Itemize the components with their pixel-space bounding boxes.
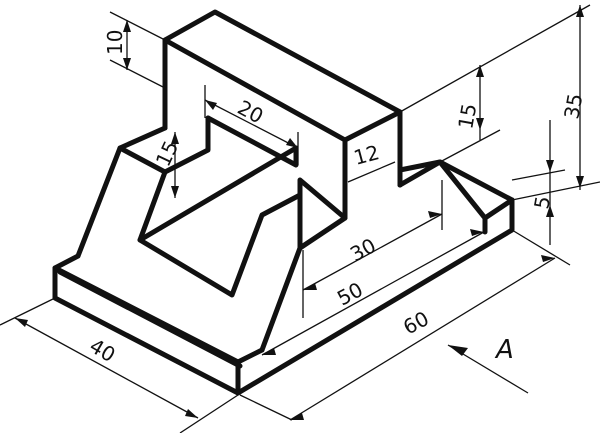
dim-50: 50 [333, 277, 367, 310]
dim-40: 40 [86, 334, 120, 368]
dim-60: 60 [399, 306, 433, 339]
dim-12: 12 [351, 140, 382, 170]
dim-30: 30 [346, 233, 380, 266]
dim-15-step: 15 [453, 102, 481, 131]
right-step-rib [397, 159, 515, 235]
dim-35: 35 [559, 92, 587, 121]
dim-5: 5 [529, 194, 555, 211]
dim-10: 10 [103, 30, 127, 55]
view-label-a: A [494, 335, 514, 365]
view-direction-arrow [447, 344, 529, 394]
dimension-lines [0, 4, 600, 433]
dim-20: 20 [234, 95, 268, 128]
u-body [75, 115, 303, 353]
top-bar [162, 9, 403, 251]
